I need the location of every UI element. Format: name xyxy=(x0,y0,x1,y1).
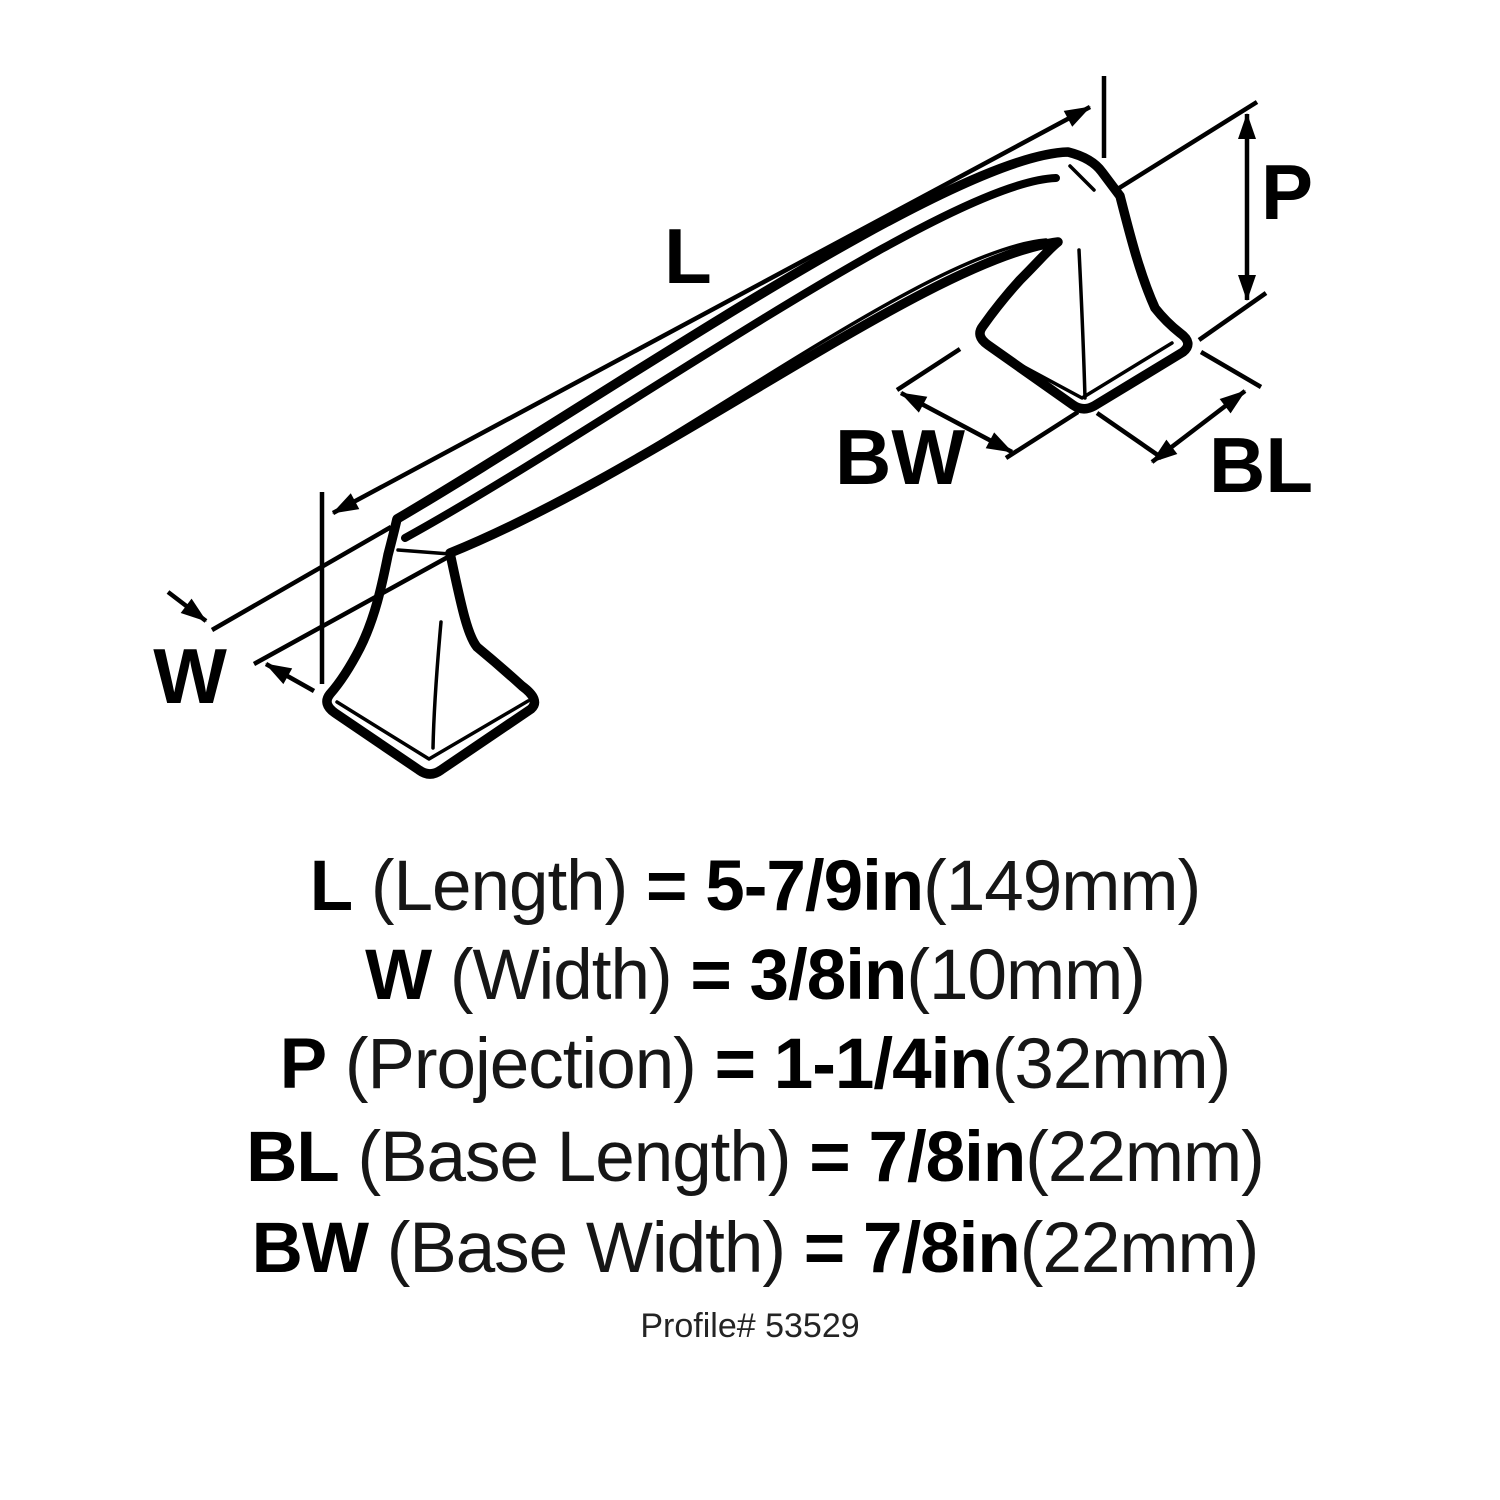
w-extension-line-lower xyxy=(252,555,450,666)
dimension-base-width: BW xyxy=(835,347,1080,501)
w-extension-line-upper xyxy=(210,525,393,632)
dimension-length: L xyxy=(319,76,1107,684)
dimension-base-length: BL xyxy=(1095,350,1313,509)
l-label: L xyxy=(664,212,712,300)
spec-line-base-length: BL (Base Length) = 7/8in(22mm) xyxy=(246,1118,1264,1197)
w-arrow-upper xyxy=(166,590,208,623)
left-endcap-edge xyxy=(396,548,452,556)
left-foot-crease xyxy=(431,620,443,750)
bl-extension-line-lower xyxy=(1095,411,1164,460)
bl-dimension-arrow xyxy=(1150,389,1247,464)
spec-line-length: L (Length) = 5-7/9in(149mm) xyxy=(310,847,1200,926)
left-base-inner-edge xyxy=(335,699,530,761)
l-dimension-line xyxy=(331,105,1092,515)
bl-extension-line-upper xyxy=(1199,350,1263,389)
dimension-projection: P xyxy=(1114,100,1313,342)
spec-text-block: L (Length) = 5-7/9in(149mm) W (Width) = … xyxy=(246,847,1265,1345)
dimension-width: W xyxy=(153,525,450,720)
p-extension-line-top xyxy=(1114,100,1259,192)
bw-dimension-arrow xyxy=(899,391,1014,454)
w-label: W xyxy=(153,632,227,720)
dimension-annotations: L W P BW xyxy=(153,76,1313,720)
spec-line-width: W (Width) = 3/8in(10mm) xyxy=(365,936,1145,1015)
w-arrow-lower xyxy=(264,662,316,693)
handle-drawing xyxy=(322,147,1193,779)
bl-label: BL xyxy=(1209,421,1313,509)
p-label: P xyxy=(1261,148,1313,236)
spec-line-base-width: BW (Base Width) = 7/8in(22mm) xyxy=(252,1209,1259,1288)
profile-number: Profile# 53529 xyxy=(640,1307,859,1345)
p-extension-line-bottom xyxy=(1197,291,1268,342)
bw-label: BW xyxy=(835,413,965,501)
spec-line-projection: P (Projection) = 1-1/4in(32mm) xyxy=(280,1025,1231,1104)
bw-extension-line-lower xyxy=(1004,410,1080,460)
bw-extension-line-upper xyxy=(895,347,962,392)
handle-outline xyxy=(322,147,1193,779)
